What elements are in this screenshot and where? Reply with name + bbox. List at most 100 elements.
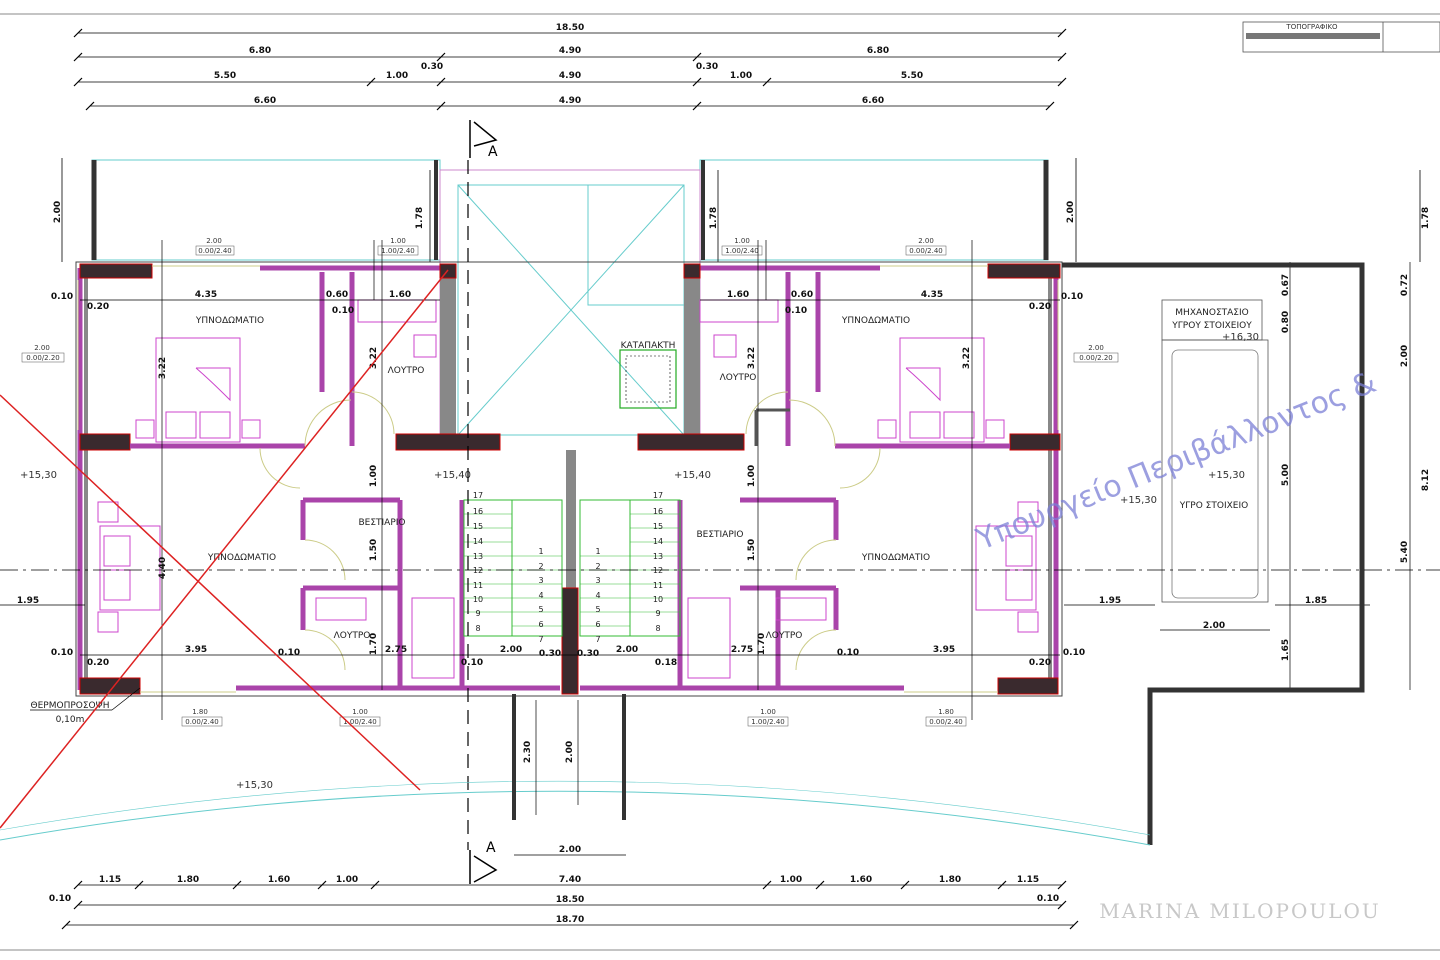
stair-num: 9 (475, 609, 480, 618)
inner-dim-labels: 4.35 4.35 0.60 0.60 1.60 1.60 0.10 0.20 … (17, 274, 1431, 763)
dim-150-b: 1.50 (747, 539, 757, 561)
stamp-text: ΤΟΠΟΓΡΑΦΙΚΟ (1285, 23, 1338, 31)
room-bath-bottom-left: ΛΟΥΤΡΟ (334, 631, 371, 641)
dim-bot-9: 1.15 (1017, 875, 1039, 885)
windows-top (77, 265, 1059, 693)
room-bedroom-top-right: ΥΠΝΟΔΩΜΑΤΙΟ (841, 316, 910, 326)
dim-275-right: 2.75 (731, 645, 753, 655)
dim-435-right: 4.35 (921, 290, 943, 300)
stair-num: 16 (653, 507, 663, 516)
insulation-note: ΘΕΡΜΟΠΡΟΣΟΨΗ 0,10m (30, 687, 141, 725)
dim-200-stair-r: 2.00 (616, 645, 638, 655)
stair-num: 17 (653, 491, 663, 500)
level-7: +15,30 (1120, 495, 1157, 506)
stair-num: 8 (475, 624, 480, 633)
win-tag-8: 1.00 (352, 708, 368, 716)
dim-072: 0.72 (1400, 274, 1410, 296)
dim-bot-2: 1.80 (177, 875, 199, 885)
dim-top-r4-1: 6.60 (254, 96, 276, 106)
author-signature: MARINA MILOPOULOU (1099, 899, 1380, 923)
dim-top-r2-4: 0.30 (696, 62, 718, 72)
dim-165: 1.65 (1281, 639, 1291, 661)
inner-dim-lines (0, 240, 1411, 720)
dim-150-a: 1.50 (369, 539, 379, 561)
win-tag-8s: 1.00/2.40 (343, 718, 377, 726)
level-2: +15,40 (434, 470, 471, 481)
dim-top-r3-3: 4.90 (559, 71, 581, 81)
dim-540: 5.40 (1400, 541, 1410, 563)
insulation-label: ΘΕΡΜΟΠΡΟΣΟΨΗ (31, 701, 110, 711)
stair-num: 11 (473, 581, 483, 590)
mech-label-2: ΥΓΡΟΥ ΣΤΟΙΧΕΙΟΥ (1171, 321, 1252, 331)
dim-far-right: 1.78 (1421, 207, 1431, 229)
win-tag-7s: 0.00/2.40 (185, 718, 219, 726)
dim-080: 0.80 (1281, 311, 1291, 333)
section-letter-top: A (488, 144, 498, 160)
mechanical-area: ΜΗΧΑΝΟΣΤΑΣΙΟ ΥΓΡΟΥ ΣΤΟΙΧΕΙΟΥ ΥΓΡΟ ΣΤΟΙΧΕ… (1062, 262, 1365, 845)
furniture-beds (97, 299, 1039, 679)
title-block-stamp: ΤΟΠΟΓΡΑΦΙΚΟ (1242, 21, 1440, 53)
win-tag-2: 1.00 (390, 237, 406, 245)
dim-200-r: 2.00 (1400, 345, 1410, 367)
dim-195-left: 1.95 (17, 596, 39, 606)
stair-num: 12 (473, 566, 483, 575)
dim-wall2-bl: 0.20 (87, 658, 109, 668)
win-tag-4s: 0.00/2.40 (909, 247, 943, 255)
dim-bot-edge-r: 0.10 (1037, 894, 1059, 904)
stair-num: 4 (595, 591, 600, 600)
level-markers: +15,30 +15,40 +15,40 +15,30 +16,30 +15,3… (20, 332, 1259, 791)
dim-bot-total-b: 18.70 (556, 915, 584, 925)
red-cross-mark (0, 269, 449, 829)
win-tag-10s: 0.00/2.40 (929, 718, 963, 726)
stair-num: 3 (538, 576, 543, 585)
dim-030-l: 0.30 (539, 649, 561, 659)
room-bath-top-left: ΛΟΥΤΡΟ (388, 366, 425, 376)
dim-wall2-br: 0.20 (1029, 658, 1051, 668)
dim-060-left: 0.60 (326, 290, 348, 300)
win-tag-3s: 1.00/2.40 (725, 247, 759, 255)
insulation-thickness: 0,10m (56, 715, 85, 725)
dim-top-total: 18.50 (556, 23, 584, 33)
dim-top-r3-1: 5.50 (214, 71, 236, 81)
dim-top-r3-2: 1.00 (386, 71, 408, 81)
dim-435-left: 4.35 (195, 290, 217, 300)
dim-wall2-tr: 0.20 (1029, 302, 1051, 312)
dim-160-right: 1.60 (727, 290, 749, 300)
stair-num: 6 (538, 620, 543, 629)
room-bath-top-right: ΛΟΥΤΡΟ (720, 373, 757, 383)
level-3: +15,40 (674, 470, 711, 481)
stair-num: 7 (595, 635, 600, 644)
dim-440: 4.40 (158, 557, 168, 579)
stairs: 17 16 15 14 13 12 11 10 9 8 1 2 3 4 5 6 … (463, 491, 681, 644)
wet-element-label: ΥΓΡΟ ΣΤΟΙΧΕΙΟ (1179, 501, 1248, 511)
dim-bot-6: 1.00 (780, 875, 802, 885)
dim-322-d: 3.22 (962, 347, 972, 369)
stair-num: 17 (473, 491, 483, 500)
section-marker-bottom: A 2.00 (469, 840, 626, 884)
dim-395-right: 3.95 (933, 645, 955, 655)
dim-bot-4: 1.00 (336, 875, 358, 885)
level-5: +16,30 (1222, 332, 1259, 343)
dim-200-v: 2.00 (565, 741, 575, 763)
stair-num: 11 (653, 581, 663, 590)
dim-230: 2.30 (523, 741, 533, 763)
dim-wall-d: 0.10 (837, 648, 859, 658)
balcony-top-left (91, 159, 441, 261)
dim-060-right: 0.60 (791, 290, 813, 300)
stair-num: 5 (595, 605, 600, 614)
level-4: +15,30 (236, 780, 273, 791)
stair-num: 16 (473, 507, 483, 516)
win-tag-3: 1.00 (734, 237, 750, 245)
level-6: +15,30 (1208, 470, 1245, 481)
dim-top-r2-3: 4.90 (559, 46, 581, 56)
dim-170-b: 1.70 (757, 633, 767, 655)
win-tag-7: 1.80 (192, 708, 208, 716)
dim-100-b: 1.00 (747, 465, 757, 487)
dim-top-r2-5: 6.80 (867, 46, 889, 56)
dim-top-r4-2: 4.90 (559, 96, 581, 106)
dim-200-mech: 2.00 (1203, 621, 1225, 631)
dim-wall-br: 0.10 (1063, 648, 1085, 658)
stair-num: 1 (538, 547, 543, 556)
dim-top-r3-5: 5.50 (901, 71, 923, 81)
dim-top-r2-2: 0.30 (421, 62, 443, 72)
